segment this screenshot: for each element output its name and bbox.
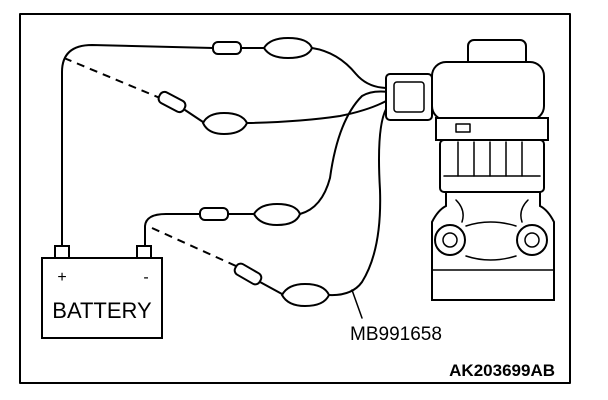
battery: + - BATTERY xyxy=(41,245,163,339)
valve-connector xyxy=(385,73,433,121)
wire xyxy=(246,99,389,124)
wire xyxy=(144,213,201,247)
battery-plus-sign: + xyxy=(57,269,66,286)
valve-flange xyxy=(435,117,549,141)
battery-negative-terminal xyxy=(136,245,152,259)
egr-valve xyxy=(385,39,555,301)
test-lead-negative-2 xyxy=(151,105,389,308)
mounting-hole-right-inner xyxy=(524,232,540,248)
valve-actuator-section xyxy=(439,139,545,193)
wire xyxy=(311,47,389,89)
mounting-hole-left xyxy=(434,224,466,256)
battery-minus-sign: - xyxy=(143,269,148,286)
test-lead-negative-1 xyxy=(144,90,389,247)
valve-body-contour xyxy=(455,199,529,223)
alligator-clip xyxy=(201,111,249,136)
alligator-clip xyxy=(252,202,302,227)
lead-connector xyxy=(233,262,263,286)
alligator-clip xyxy=(262,36,314,60)
wire xyxy=(259,281,283,295)
valve-upper-body xyxy=(431,61,545,121)
battery-label: BATTERY xyxy=(52,298,152,323)
battery-positive-terminal xyxy=(54,245,70,259)
wire xyxy=(61,44,214,247)
figure-frame xyxy=(19,13,571,384)
figure-code: AK203699AB xyxy=(449,361,555,380)
lead-connector xyxy=(199,207,229,221)
lead-connector xyxy=(212,41,242,55)
valve-connector-socket xyxy=(393,81,425,113)
dashed-wire xyxy=(151,227,237,267)
test-lead-positive-1 xyxy=(61,36,389,247)
battery-body xyxy=(41,257,163,339)
tool-leader-line xyxy=(351,289,363,319)
mounting-hole-left-inner xyxy=(442,232,458,248)
mounting-hole-right xyxy=(516,224,548,256)
lead-connector xyxy=(157,90,187,114)
dashed-wire xyxy=(63,57,161,99)
valve-flange-tab xyxy=(455,123,471,133)
wire xyxy=(299,90,389,215)
wire xyxy=(328,105,389,297)
valve-ribs xyxy=(443,141,541,177)
valve-port-contour xyxy=(465,221,517,261)
tool-label: MB991658 xyxy=(350,324,442,345)
alligator-clip xyxy=(280,282,331,308)
test-lead-positive-2 xyxy=(63,57,389,136)
wire xyxy=(184,109,204,123)
